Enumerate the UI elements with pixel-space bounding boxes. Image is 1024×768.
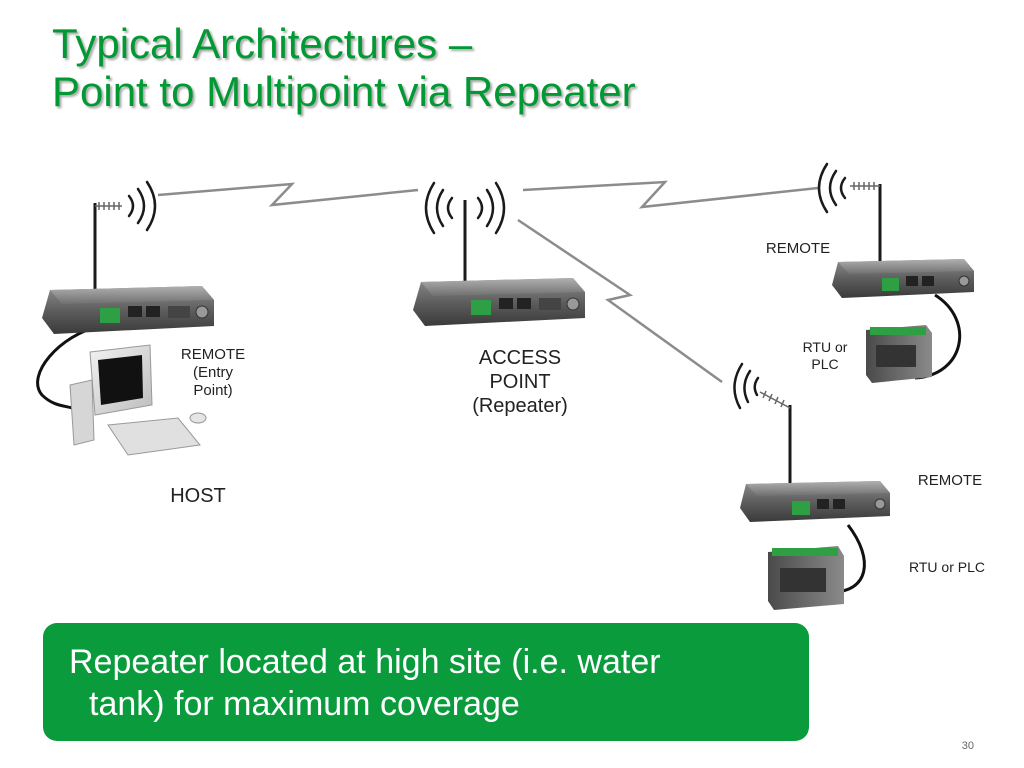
label-access-point: ACCESS POINT (Repeater) bbox=[472, 347, 568, 417]
callout-line1: Repeater located at high site (i.e. wate… bbox=[69, 643, 661, 681]
label-host: HOST bbox=[170, 485, 226, 507]
radio-remote-top bbox=[832, 259, 974, 298]
radio-remote-bottom bbox=[740, 481, 890, 522]
remote-top-signal-icon bbox=[817, 162, 847, 214]
radio-access-point bbox=[413, 278, 585, 326]
label-remote-entry-point: REMOTE (Entry Point) bbox=[180, 346, 246, 399]
link-host-to-access-point bbox=[157, 182, 419, 207]
host-signal-icon bbox=[127, 180, 157, 232]
signal-waves bbox=[127, 162, 847, 410]
cable-host-radio bbox=[36, 324, 101, 412]
label-rtu-plc-top: RTU or PLC bbox=[802, 339, 848, 372]
remote-bottom-signal-icon bbox=[733, 362, 760, 410]
access-point-signal-icon bbox=[424, 181, 506, 235]
radio-host bbox=[42, 286, 214, 334]
label-remote-bottom: REMOTE bbox=[917, 472, 983, 489]
rtu-plc-bottom bbox=[768, 546, 844, 610]
slide-title-line1: Typical Architectures – bbox=[52, 20, 473, 67]
label-remote-top: REMOTE bbox=[765, 240, 831, 257]
radio-links bbox=[157, 180, 819, 384]
host-computer-icon bbox=[69, 344, 207, 456]
slide-number: 30 bbox=[961, 740, 974, 752]
rtu-plc-top bbox=[866, 325, 932, 383]
callout-box: Repeater located at high site (i.e. wate… bbox=[43, 623, 809, 741]
slide-title: Typical Architectures – Point to Multipo… bbox=[52, 20, 636, 116]
slide-title-line2: Point to Multipoint via Repeater bbox=[52, 68, 636, 115]
callout-line2: tank) for maximum coverage bbox=[89, 685, 520, 723]
link-access-point-to-remote-top bbox=[522, 180, 819, 209]
label-rtu-plc-bottom: RTU or PLC bbox=[909, 559, 985, 575]
antenna-tips bbox=[95, 182, 880, 409]
terminal-block-icon bbox=[100, 308, 120, 323]
link-access-point-to-remote-bottom bbox=[517, 218, 723, 384]
